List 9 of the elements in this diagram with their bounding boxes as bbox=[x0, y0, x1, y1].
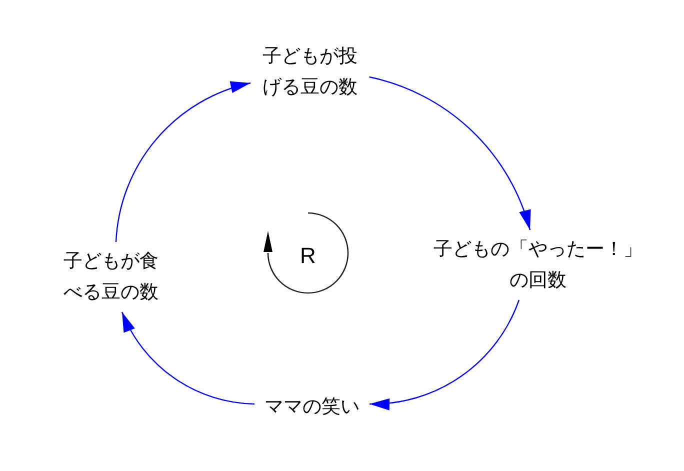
arrow bbox=[121, 312, 255, 405]
arrow bbox=[115, 82, 251, 242]
variable-label: ママの笑い bbox=[254, 388, 370, 426]
arrow bbox=[369, 300, 520, 410]
arrow bbox=[369, 76, 531, 230]
variable-label: 子どもの「やったー！」の回数 bbox=[422, 230, 654, 300]
loop-label: R bbox=[300, 244, 316, 268]
variable-label: 子どもが食べる豆の数 bbox=[52, 242, 170, 312]
variable-label: 子どもが投げる豆の数 bbox=[250, 37, 370, 107]
